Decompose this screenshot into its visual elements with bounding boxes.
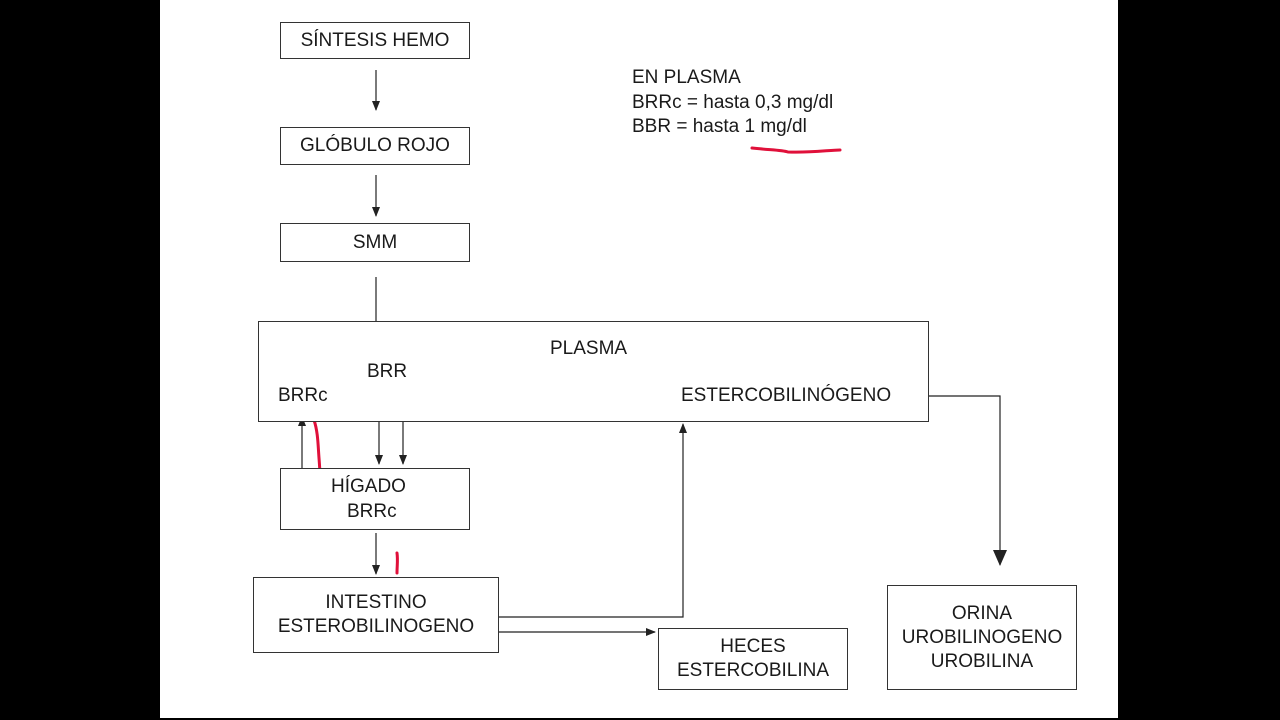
globulo-rojo-label: GLÓBULO ROJO [300, 135, 450, 156]
urobilina-label: UROBILINA [930, 650, 1034, 672]
urobilinogeno-label: UROBILINOGENO [901, 626, 1063, 648]
sintesis-hemo-label: SÍNTESIS HEMO [300, 29, 450, 51]
plasma-box [258, 321, 929, 422]
brr-label: BRR [367, 361, 408, 382]
red-underline-annotation [750, 146, 842, 154]
higado-box [280, 468, 470, 530]
notes-line-1: EN PLASMA [632, 67, 741, 88]
heces-label: HECES [720, 636, 786, 657]
smm-box: SMM [280, 223, 470, 262]
orina-label: ORINA [951, 602, 1013, 624]
intestino-box: INTESTINO ESTEROBILINOGENO [253, 577, 499, 653]
plasma-title: PLASMA [550, 338, 628, 359]
higado-brrc-label: BRRc [347, 501, 397, 522]
estercobilina-label: ESTERCOBILINA [676, 660, 830, 681]
sintesis-hemo-box: SÍNTESIS HEMO [280, 22, 470, 59]
esterobilinogeno-label: ESTEROBILINOGENO [277, 616, 475, 637]
higado-label: HÍGADO [331, 476, 406, 497]
globulo-rojo-box: GLÓBULO ROJO [280, 127, 470, 165]
arrow-plasma-orina [928, 395, 1007, 566]
plasma-notes: EN PLASMA BRRc = hasta 0,3 mg/dl BBR = h… [632, 66, 833, 140]
notes-line-2: BRRc = hasta 0,3 mg/dl [632, 91, 834, 113]
notes-line-3: BBR = hasta 1 mg/dl [632, 116, 807, 137]
heces-box: HECES ESTERCOBILINA [658, 628, 848, 690]
intestino-label: INTESTINO [325, 592, 427, 613]
estercobilinogeno-label: ESTERCOBILINÓGENO [681, 385, 892, 406]
orina-box: ORINA UROBILINOGENO UROBILINA [887, 585, 1077, 690]
slide-canvas: SÍNTESIS HEMO GLÓBULO ROJO SMM EN PLASMA… [160, 0, 1118, 718]
arrow-intestino-plasma [499, 423, 687, 618]
smm-label: SMM [352, 231, 398, 253]
brrc-label: BRRc [278, 385, 328, 406]
